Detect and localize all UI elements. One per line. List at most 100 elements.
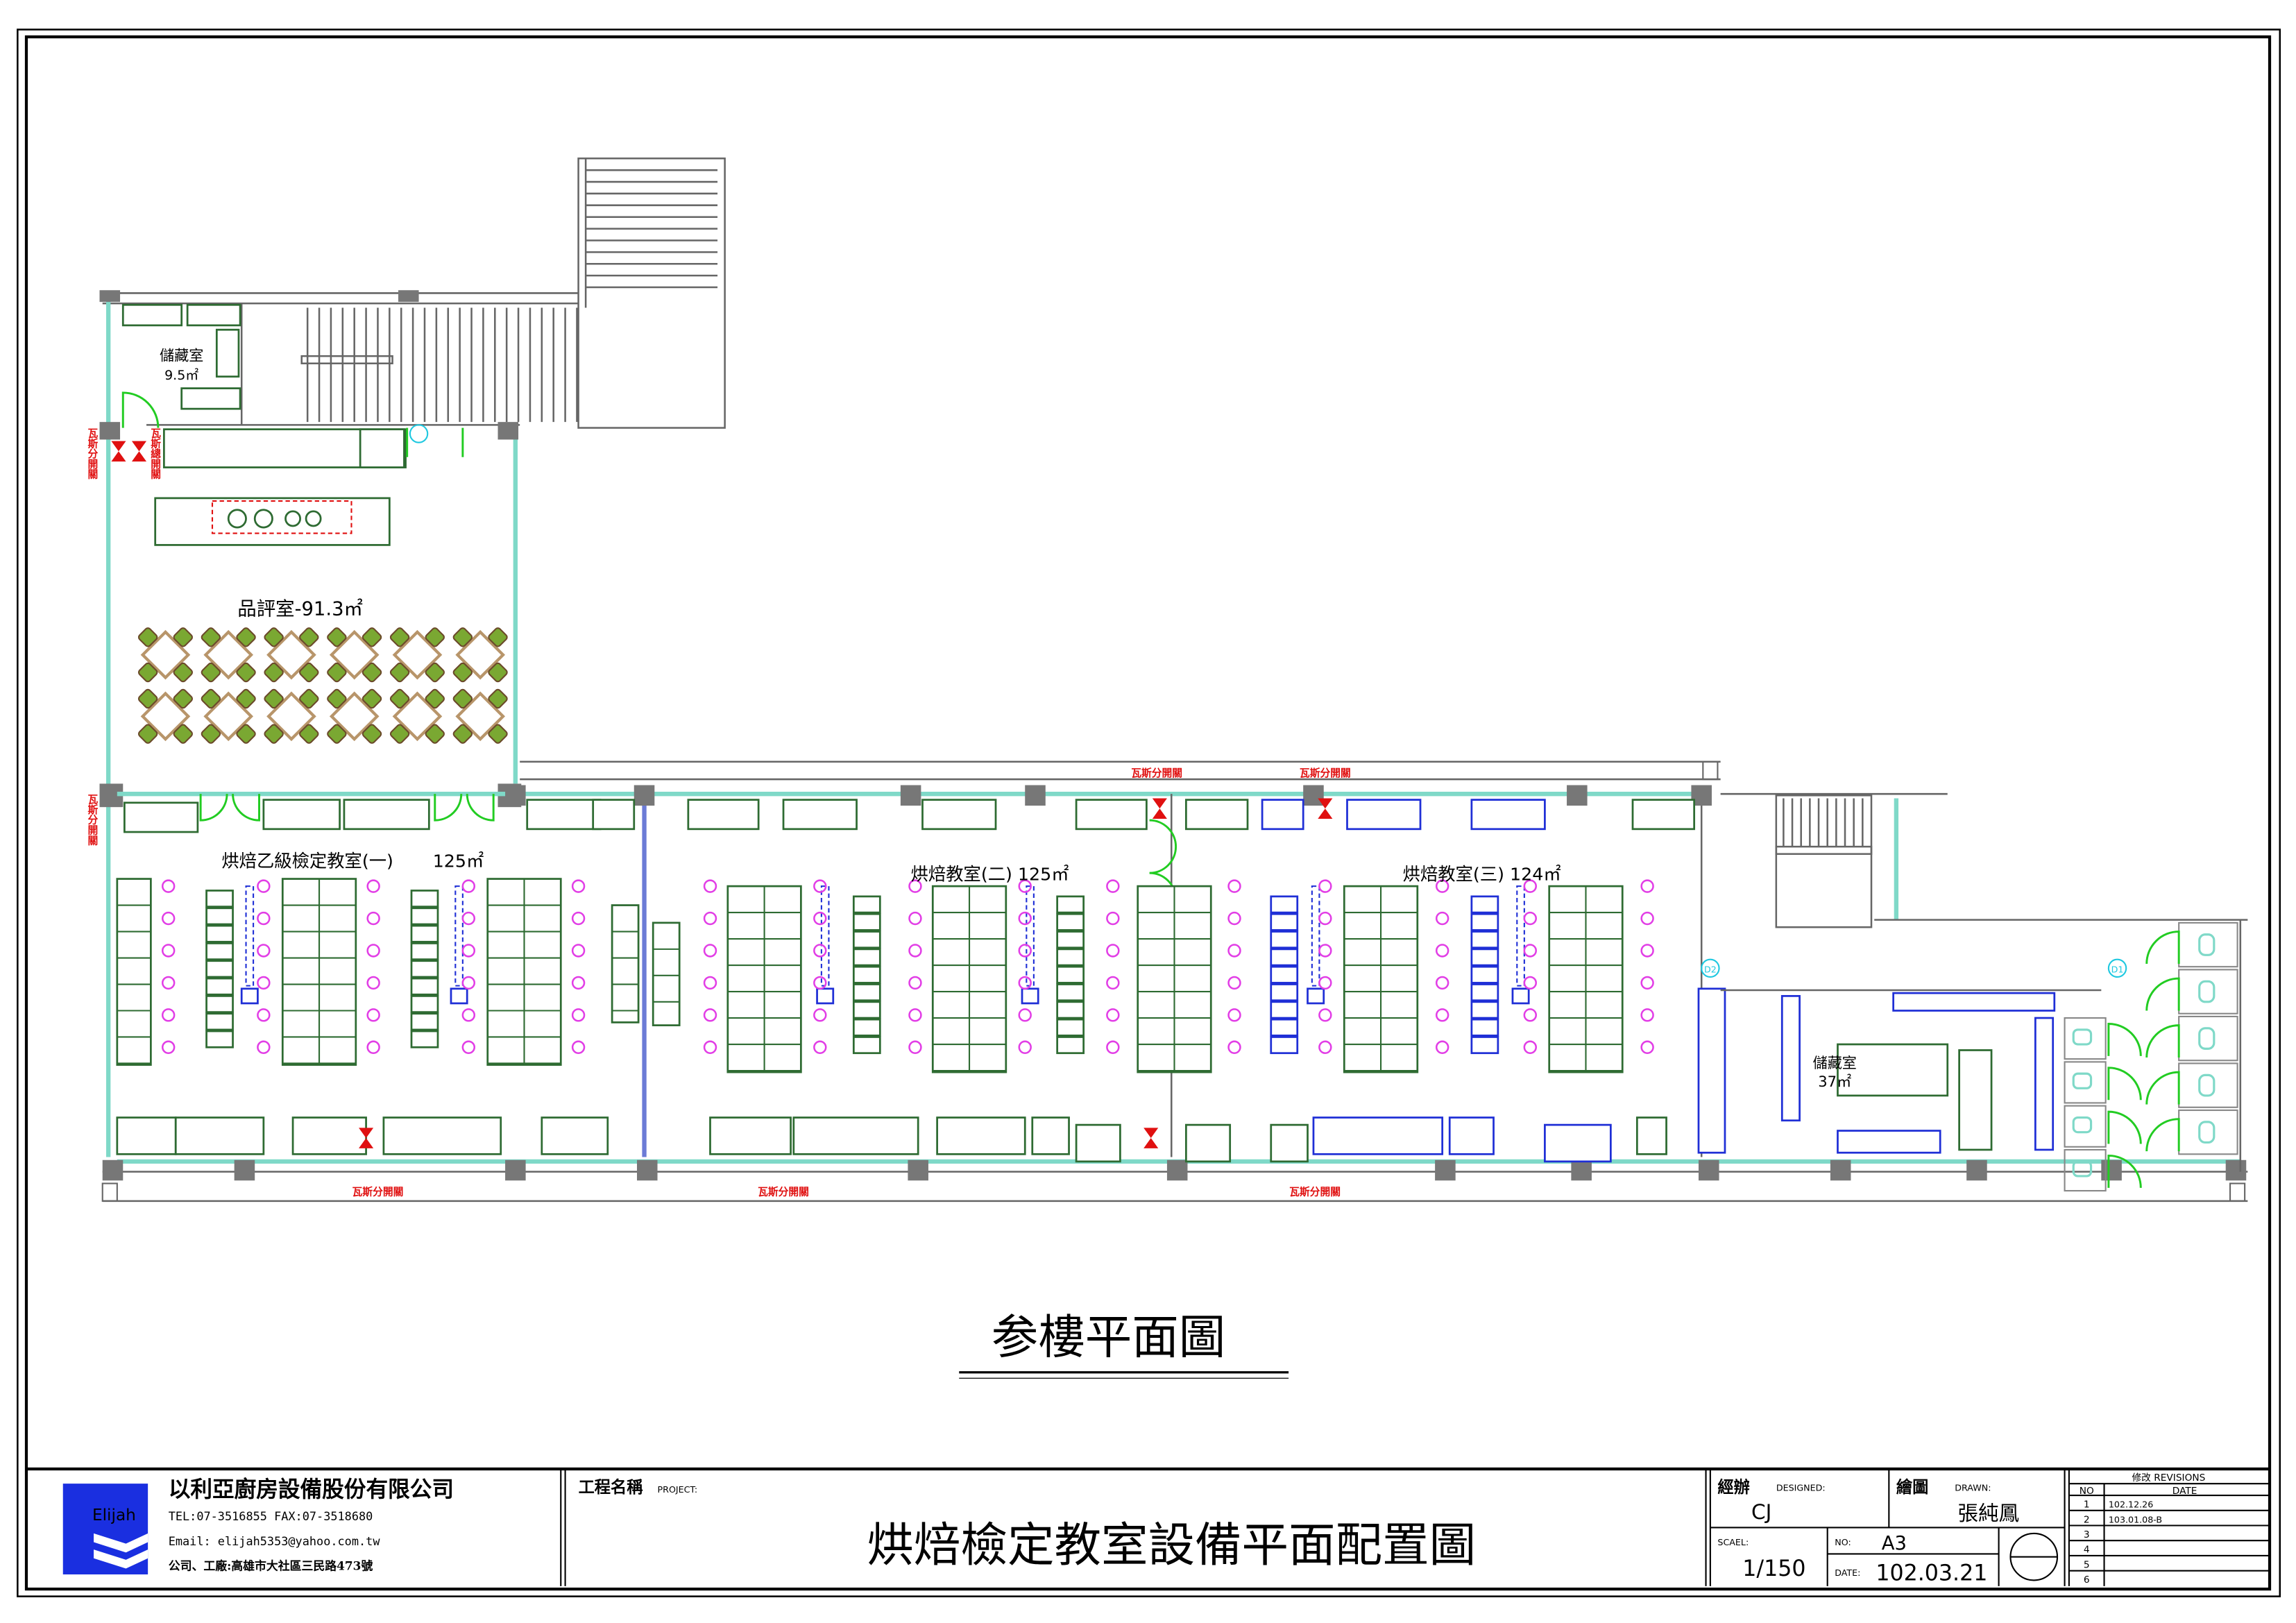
structural-column — [1830, 1159, 1851, 1181]
gas-valve-icon — [1152, 798, 1167, 819]
structural-column — [234, 1159, 255, 1181]
work-table — [1548, 885, 1624, 1073]
dining-table-set — [327, 627, 382, 683]
oven — [1270, 1001, 1299, 1019]
counter-equipment — [792, 1116, 919, 1155]
dining-table-set — [264, 688, 319, 744]
revision-date: 103.01.08-B — [2109, 1514, 2162, 1524]
stair-right — [1720, 792, 2248, 1172]
oven — [1056, 965, 1085, 984]
urinal-stall — [2064, 1017, 2107, 1060]
structural-column — [1966, 1159, 1987, 1181]
equipment-tag — [908, 879, 922, 893]
dining-table — [140, 691, 191, 742]
chair — [299, 688, 319, 709]
oven-stack — [205, 890, 234, 1048]
dining-table — [455, 629, 506, 680]
equipment-tag — [1018, 879, 1032, 893]
chair — [201, 724, 221, 744]
oven — [1470, 1036, 1499, 1055]
drawn-value: 張純鳳 — [1958, 1502, 2020, 1525]
structural-column — [505, 785, 526, 806]
equipment-tag — [1640, 976, 1654, 990]
scale-value: 1/150 — [1742, 1556, 1805, 1581]
drawn-label-en: DRAWN: — [1955, 1483, 1991, 1493]
work-table — [116, 878, 152, 1066]
equipment-tag — [908, 976, 922, 990]
scale-label: SCAEL: — [1717, 1537, 1749, 1547]
stall-door — [2145, 1071, 2180, 1105]
oven — [852, 912, 881, 931]
equipment-tag — [813, 1040, 827, 1054]
dining-table-set — [452, 688, 508, 744]
oven — [1056, 1036, 1085, 1055]
structural-column — [102, 1159, 124, 1181]
structural-column — [908, 1159, 928, 1181]
equipment-tag — [1318, 1040, 1332, 1054]
chair — [327, 662, 347, 683]
equipment-tag — [461, 911, 476, 926]
toilet-stall — [2178, 1109, 2238, 1155]
counter-equipment — [709, 1116, 792, 1155]
structural-column — [1435, 1159, 1456, 1181]
equipment-tag — [1227, 976, 1241, 990]
oven — [205, 960, 234, 978]
dining-table — [329, 691, 380, 742]
structural-column — [2101, 1159, 2122, 1181]
storage-large-name: 儲藏室 — [1813, 1054, 1857, 1071]
counter-equipment — [541, 1116, 609, 1155]
door-storage-small[interactable] — [121, 391, 160, 428]
work-table — [1343, 885, 1419, 1073]
equipment-tag — [366, 1008, 380, 1022]
equipment-tag — [1435, 976, 1449, 990]
equipment-tag — [257, 1008, 271, 1022]
chair — [201, 662, 221, 683]
floor-drain — [1511, 987, 1530, 1005]
structural-column — [1166, 1159, 1188, 1181]
chair — [452, 688, 473, 709]
equipment-tag — [1227, 879, 1241, 893]
chair — [389, 662, 410, 683]
door-tasting-entry[interactable] — [406, 427, 464, 457]
designed-value: CJ — [1751, 1500, 1771, 1524]
urinal-stall — [2064, 1061, 2107, 1104]
counter-equipment — [1075, 1123, 1121, 1163]
equipment-tag — [1523, 911, 1538, 926]
oven — [852, 895, 881, 914]
equipment-tag — [257, 1040, 271, 1054]
designed-label-en: DESIGNED: — [1776, 1483, 1826, 1493]
counter-equipment — [1346, 799, 1422, 831]
equipment-tag — [161, 1040, 176, 1054]
equipment-tag — [1018, 976, 1032, 990]
company-address: 公司、工廠:高雄市大社區三民路473號 — [169, 1559, 373, 1573]
oven — [1270, 931, 1299, 949]
equipment-tag — [1318, 944, 1332, 958]
equipment-tag — [161, 1008, 176, 1022]
chair — [201, 688, 221, 709]
toilet-icon — [2198, 1073, 2216, 1097]
oven — [1470, 931, 1499, 949]
equipment-tag — [703, 879, 717, 893]
oven — [410, 995, 439, 1013]
chair — [389, 724, 410, 744]
oven — [1470, 965, 1499, 984]
structural-column — [633, 785, 655, 806]
drain-trench — [1311, 885, 1320, 987]
tasting-room-name: 品評室-91.3㎡ — [237, 599, 363, 620]
oven — [1056, 895, 1085, 914]
counter-equipment — [382, 1116, 502, 1155]
dining-table — [203, 629, 254, 680]
oven — [1056, 931, 1085, 949]
oven — [1470, 948, 1499, 967]
structural-column — [1698, 1159, 1719, 1181]
chair — [389, 627, 410, 647]
stall-door — [2145, 977, 2180, 1011]
counter-equipment — [592, 799, 636, 831]
chair — [236, 662, 256, 683]
gas-branch-label-bottom-2: 瓦斯分開關 — [758, 1185, 809, 1198]
door-classroom1-left[interactable] — [199, 794, 261, 822]
counter-equipment — [936, 1116, 1026, 1155]
equipment-tag — [257, 944, 271, 958]
door-classroom1-right[interactable] — [434, 794, 495, 822]
